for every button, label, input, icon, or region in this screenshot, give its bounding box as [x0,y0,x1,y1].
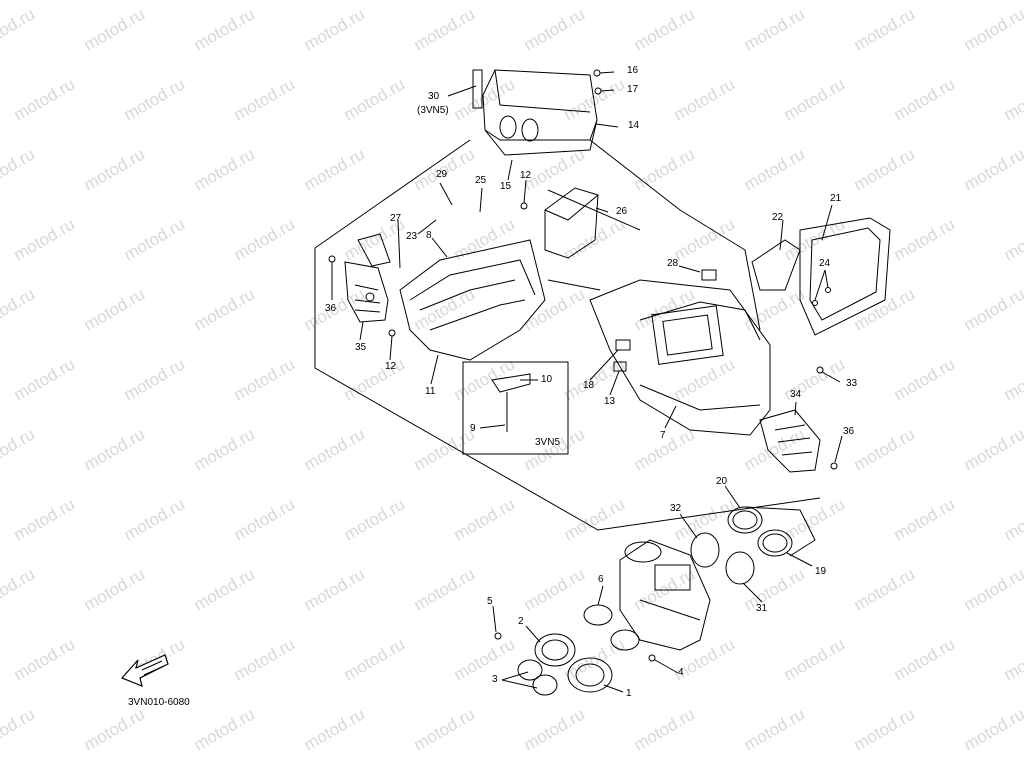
part-33-bolt [816,366,824,374]
part-36-bolt-left [328,255,336,263]
part-12-bolt-top [520,202,528,210]
part-26-bracket [544,187,599,259]
part-36-bolt-right [830,462,838,470]
part-label-35: 35 [355,342,367,353]
part-12-bolt-left [388,329,396,337]
front-arrow-icon [120,654,169,687]
part-17-washer [594,87,602,95]
variant-box [462,361,569,455]
part-label-30: 30 [428,91,440,102]
part-24-nut-b [812,300,818,306]
part-label-21: 21 [830,193,842,204]
part-label-16: 16 [627,65,639,76]
part-label-20: 20 [716,476,728,487]
part-5-bolt [494,632,502,640]
part-2-joint [534,633,576,667]
part-19-boot [757,529,793,557]
variant-label-paren: (3VN5) [417,105,449,116]
part-label-34: 34 [790,389,802,400]
part-label-10: 10 [541,374,553,385]
part-label-15: 15 [500,181,512,192]
part-label-12-top: 12 [520,170,532,181]
part-32-clamp [690,532,720,568]
part-label-3: 3 [492,674,498,685]
part-35-side-cover [344,261,389,323]
carburetor-assembly [619,539,711,651]
part-label-5: 5 [487,596,493,607]
part-16-screw [593,69,601,77]
part-label-19: 19 [815,566,827,577]
part-11-case [399,239,546,361]
part-label-12-left: 12 [385,361,397,372]
part-3-oring [517,659,543,681]
part-label-29: 29 [436,169,448,180]
part-label-22: 22 [772,212,784,223]
part-22-bracket [751,239,801,291]
part-label-33: 33 [846,378,858,389]
part-28-clip [701,269,717,281]
part-label-2: 2 [518,616,524,627]
part-label-31: 31 [756,603,768,614]
part-label-6: 6 [598,574,604,585]
part-label-24: 24 [819,258,831,269]
part-label-23: 23 [406,231,418,242]
part-14-cover [472,69,598,156]
part-label-25: 25 [475,175,487,186]
part-label-11: 11 [425,386,436,397]
part-label-13: 13 [604,396,616,407]
diagram-code: 3VN010-6080 [128,697,190,708]
part-27-seal [357,233,391,267]
assembly-outline-right [679,209,761,331]
part-label-26: 26 [616,206,628,217]
part-label-36-left: 36 [325,303,337,314]
part-6-clamp [583,604,613,626]
variant-box-label: 3VN5 [535,437,561,448]
part-label-17: 17 [627,84,639,95]
part-24-nut-a [825,287,831,293]
part-label-36-right: 36 [843,426,855,437]
part-label-18: 18 [583,380,595,391]
part-18-pad [615,339,631,351]
part-label-27: 27 [390,213,402,224]
part-label-7: 7 [660,430,666,441]
assembly-outline-top [589,139,681,211]
part-label-8: 8 [426,230,432,241]
part-label-9: 9 [470,423,476,434]
part-label-28: 28 [667,258,679,269]
part-label-14: 14 [628,120,640,131]
part-label-32: 32 [670,503,682,514]
part-21-plate [799,217,891,336]
part-7-airbox [589,279,771,436]
part-31-clamp [725,551,755,585]
part-4-bolt [648,654,656,662]
part-label-4: 4 [678,667,684,678]
part-label-1: 1 [626,688,632,699]
assembly-outline [314,139,821,531]
part-10-bracket [491,373,531,393]
part-1-joint [567,657,613,693]
part-13-pad [613,361,627,372]
